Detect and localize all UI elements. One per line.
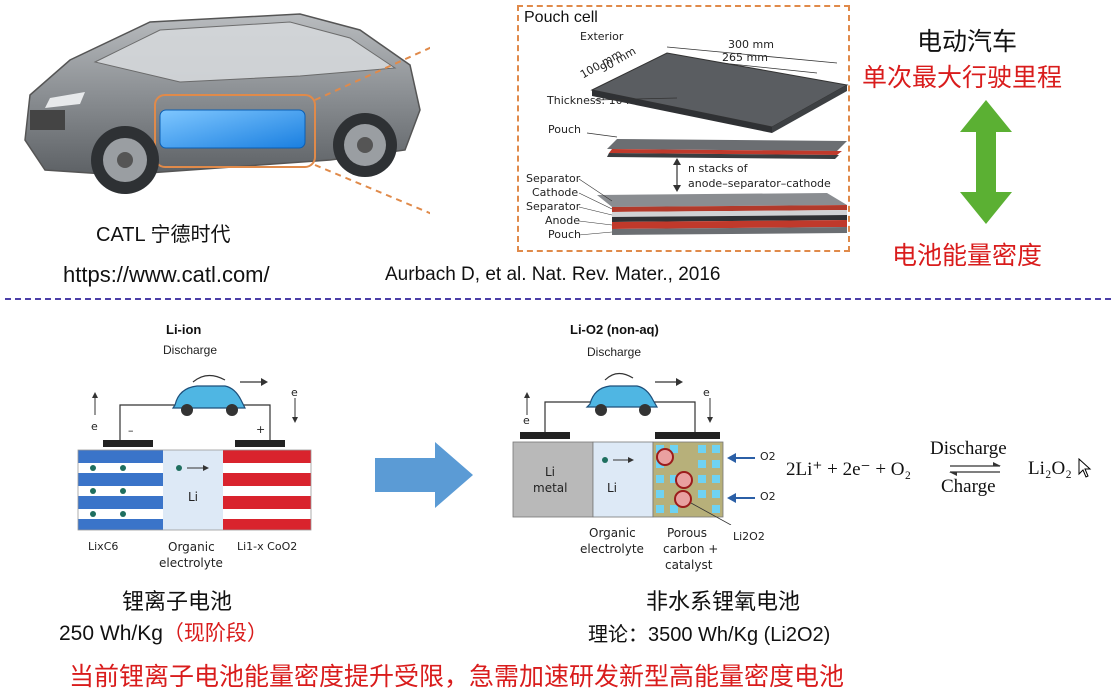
pouch-title: Pouch cell [524,9,598,26]
liion-capacity: 250 Wh/Kg（现阶段） [59,617,268,647]
liion-anode-label: LixC6 [88,540,119,553]
liion-electrolyte-2: electrolyte [159,556,223,570]
lio2-diagram [512,372,755,525]
lio2-name: 非水系锂氧电池 [646,589,801,614]
equation-charge: Charge [941,476,996,497]
liion-e-right: e [291,386,298,399]
liion-diagram [77,374,312,531]
pouch-dim-300: 300 mm [728,38,774,51]
pouch-layer-0: Separator [526,172,581,185]
lio2-discharge: Discharge [587,345,642,359]
citation: Aurbach D, et al. Nat. Rev. Mater., 2016 [385,264,721,285]
pouch-stacks-1: n stacks of [688,162,748,175]
pouch-pouch-label: Pouch [548,123,581,136]
equation-discharge: Discharge [930,438,1007,459]
lio2-li-metal-1: Li [545,465,556,479]
conclusion-text: 当前锂离子电池能量密度提升受限，急需加速研发新型高能量密度电池 [69,663,845,691]
liion-cathode-label: Li1-x CoO2 [237,540,298,553]
mouse-cursor-icon [1078,458,1092,478]
liion-title: Li-ion [166,322,202,337]
pouch-cell-panel [517,5,850,252]
transition-arrow [375,442,473,508]
section-divider [5,298,1111,300]
pouch-cell-drawing [578,46,849,236]
pouch-layer-3: Anode [545,214,580,227]
lio2-electrolyte-2: electrolyte [580,542,644,556]
lio2-e-left: e [523,414,530,427]
equilibrium-arrows [949,462,1001,476]
liion-capacity-value: 250 Wh/Kg [59,622,163,645]
pouch-dim-265: 265 mm [722,51,768,64]
lio2-o2-top: O2 [760,450,776,463]
ev-range: 单次最大行驶里程 [862,64,1063,92]
lio2-porous-3: catalyst [665,558,713,572]
lio2-title: Li-O2 (non-aq) [570,322,659,337]
car-caption: CATL 宁德时代 [96,224,231,246]
car-illustration [24,13,430,215]
pouch-exterior: Exterior [580,30,624,43]
battery-energy-density: 电池能量密度 [892,242,1043,270]
lio2-e-right: e [703,386,710,399]
car-url[interactable]: https://www.catl.com/ [63,262,270,287]
lio2-porous-1: Porous [667,526,708,540]
liion-li-plus: Li [188,490,199,504]
pouch-layer-1: Cathode [532,186,579,199]
lio2-li2o2-label: Li2O2 [733,530,765,543]
lio2-li-metal-2: metal [533,481,568,495]
ev-title: 电动汽车 [917,28,1018,56]
pouch-stacks-2: anode–separator–cathode [688,177,831,190]
lio2-electrolyte-1: Organic [589,526,636,540]
lio2-capacity: 理论：3500 Wh/Kg (Li2O2) [588,624,831,646]
liion-electrolyte-1: Organic [168,540,215,554]
lio2-o2-bottom: O2 [760,490,776,503]
equation-right: Li₂O₂ [1028,458,1072,479]
equation-left: 2Li⁺ + 2e⁻ + O₂ [786,459,912,480]
pouch-layer-4: Pouch [548,228,581,241]
pouch-layer-2: Separator [526,200,581,213]
double-arrow-green [960,100,1012,224]
liion-e-left: e [91,420,98,433]
liion-discharge: Discharge [163,343,218,357]
liion-capacity-note: （现阶段） [162,622,268,645]
lio2-li-plus: Li [607,481,618,495]
liion-minus: – [128,424,134,437]
liion-name: 锂离子电池 [122,589,233,614]
liion-plus: + [256,423,266,436]
lio2-porous-2: carbon + [663,542,719,556]
